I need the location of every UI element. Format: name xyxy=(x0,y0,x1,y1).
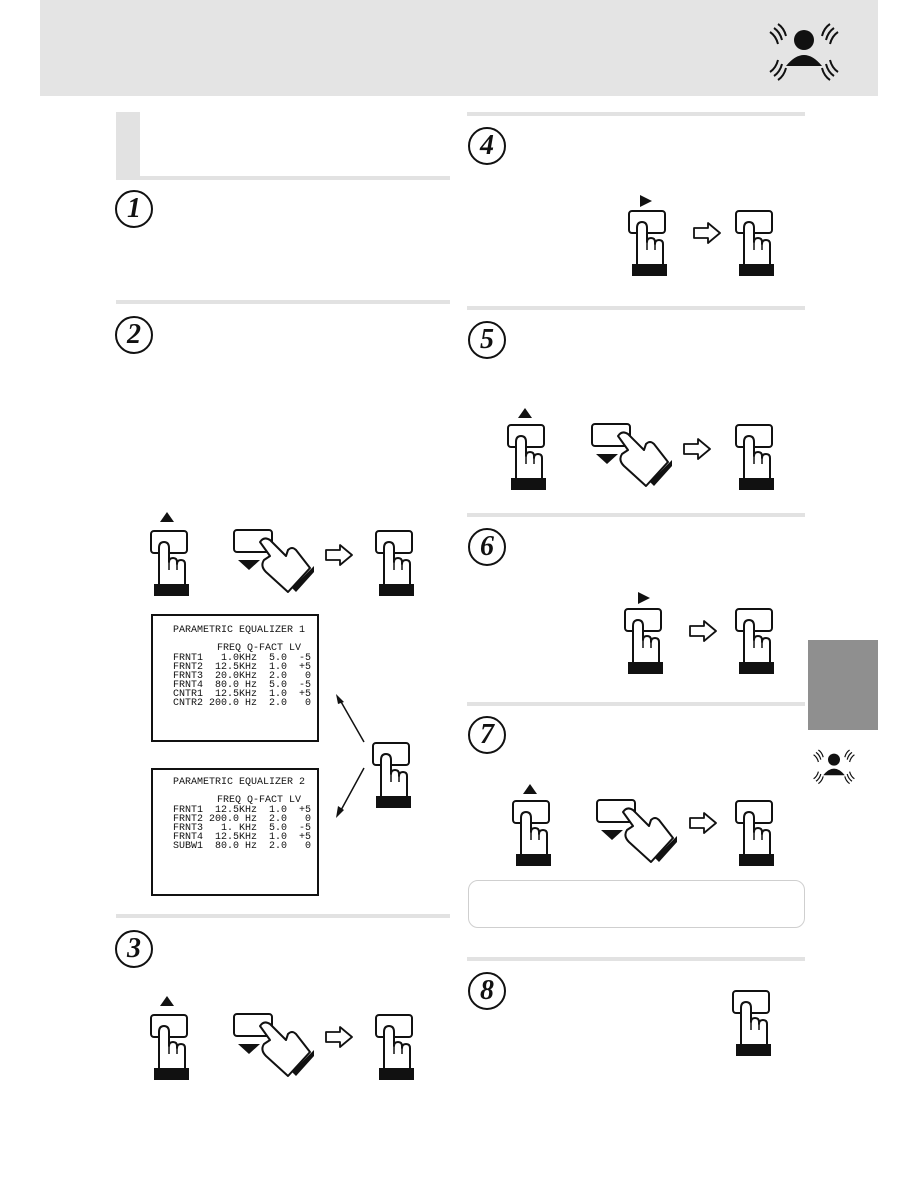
finger-press-button-icon xyxy=(373,528,417,598)
divider xyxy=(467,306,805,310)
screen-title: PARAMETRIC EQUALIZER 1 xyxy=(173,625,306,636)
step-number: 8 xyxy=(468,972,506,1010)
finger-slide-button-icon xyxy=(230,1010,314,1080)
listener-icon xyxy=(764,14,844,84)
screen-column-headers: FREQ Q-FACT LV xyxy=(217,643,302,654)
section-side-tab xyxy=(808,640,878,730)
screen-row: SUBW1 80.0 Hz 2.0 0 xyxy=(173,841,312,852)
next-arrow-icon xyxy=(688,812,718,834)
finger-press-button-icon xyxy=(148,528,192,598)
finger-press-button-icon xyxy=(373,1012,417,1082)
finger-press-button-icon xyxy=(370,740,414,810)
toggle-arrows xyxy=(336,694,365,818)
header-band xyxy=(40,0,878,96)
finger-press-button-icon xyxy=(730,988,774,1058)
screen-title: PARAMETRIC EQUALIZER 2 xyxy=(173,777,306,788)
right-triangle-icon xyxy=(638,592,650,604)
finger-slide-button-icon xyxy=(588,420,672,490)
next-arrow-icon xyxy=(324,1026,354,1048)
next-arrow-icon xyxy=(324,544,354,566)
up-triangle-icon xyxy=(518,408,532,418)
step-number: 3 xyxy=(115,930,153,968)
finger-press-button-icon xyxy=(510,798,554,868)
step-number: 4 xyxy=(468,127,506,165)
display-screen: PARAMETRIC EQUALIZER 1 FREQ Q-FACT LV FR… xyxy=(151,614,319,742)
screen-row: FRNT4 80.0 Hz 5.0 -5 xyxy=(173,680,312,691)
up-triangle-icon xyxy=(523,784,537,794)
divider xyxy=(467,702,805,706)
right-triangle-icon xyxy=(640,195,652,207)
divider xyxy=(467,513,805,517)
display-screen: PARAMETRIC EQUALIZER 2 FREQ Q-FACT LV FR… xyxy=(151,768,319,896)
divider xyxy=(116,914,450,918)
screen-row: FRNT1 1.0KHz 5.0 -5 xyxy=(173,653,312,664)
screen-row: CNTR2 200.0 Hz 2.0 0 xyxy=(173,698,312,709)
step-number: 5 xyxy=(468,321,506,359)
finger-press-button-icon xyxy=(733,606,777,676)
next-arrow-icon xyxy=(688,620,718,642)
step-number: 7 xyxy=(468,716,506,754)
next-arrow-icon xyxy=(682,438,712,460)
finger-press-button-icon xyxy=(733,208,777,278)
screen-row: FRNT2 200.0 Hz 2.0 0 xyxy=(173,814,312,825)
finger-press-button-icon xyxy=(626,208,670,278)
finger-press-button-icon xyxy=(733,422,777,492)
screen-row: FRNT1 12.5KHz 1.0 +5 xyxy=(173,805,312,816)
step-number: 6 xyxy=(468,528,506,566)
finger-press-button-icon xyxy=(505,422,549,492)
next-arrow-icon xyxy=(692,222,722,244)
screen-row: FRNT3 1. KHz 5.0 -5 xyxy=(173,823,312,834)
finger-slide-button-icon xyxy=(230,526,314,596)
divider xyxy=(116,300,450,304)
finger-press-button-icon xyxy=(148,1012,192,1082)
finger-press-button-icon xyxy=(622,606,666,676)
listener-icon xyxy=(810,744,858,786)
screen-row: FRNT4 12.5KHz 1.0 +5 xyxy=(173,832,312,843)
up-triangle-icon xyxy=(160,512,174,522)
section-title-marker xyxy=(116,112,140,176)
divider xyxy=(467,957,805,961)
screen-row: FRNT3 20.0KHz 2.0 0 xyxy=(173,671,312,682)
divider xyxy=(467,112,805,116)
note-box xyxy=(468,880,805,928)
finger-press-button-icon xyxy=(733,798,777,868)
screen-row: FRNT2 12.5KHz 1.0 +5 xyxy=(173,662,312,673)
screen-row: CNTR1 12.5KHz 1.0 +5 xyxy=(173,689,312,700)
step-number: 2 xyxy=(115,316,153,354)
divider xyxy=(116,176,450,180)
screen-column-headers: FREQ Q-FACT LV xyxy=(217,795,302,806)
step-number: 1 xyxy=(115,190,153,228)
up-triangle-icon xyxy=(160,996,174,1006)
finger-slide-button-icon xyxy=(593,796,677,866)
